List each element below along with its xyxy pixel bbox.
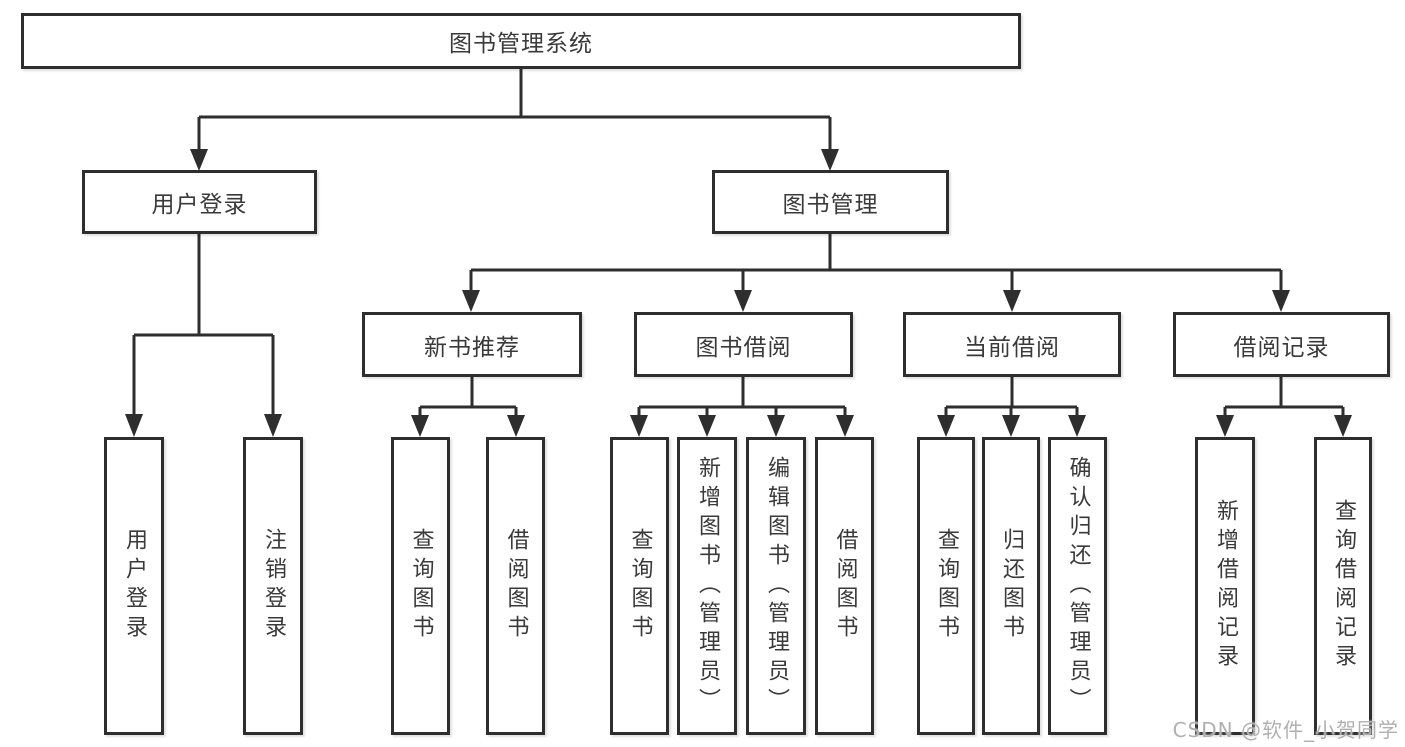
leaf-add-borrow-record: 新增借阅记录	[1195, 437, 1255, 735]
leaf-user-login: 用户登录	[104, 437, 164, 735]
connector-user-login-to-leaves	[132, 233, 275, 416]
leaf-query-borrow-record: 查询借阅记录	[1314, 437, 1372, 735]
connector-borrowing-records-to-leaves	[1223, 377, 1345, 417]
node-current-borrowing: 当前借阅	[903, 312, 1121, 377]
watermark: CSDN @软件_小贺同学	[1172, 718, 1399, 742]
node-book-borrowing: 图书借阅	[634, 312, 853, 377]
connector-root-to-level2	[197, 69, 832, 151]
node-book-management: 图书管理	[712, 170, 949, 234]
leaf-confirm-return-admin: 确认归还（管理员）	[1048, 437, 1107, 735]
leaf-logout: 注销登录	[243, 437, 303, 735]
leaf-query-books-current: 查询图书	[917, 437, 975, 735]
leaf-borrow-books-recommend: 借阅图书	[486, 437, 545, 735]
node-borrowing-records: 借阅记录	[1173, 312, 1390, 377]
leaf-query-books-recommend: 查询图书	[391, 437, 450, 735]
connector-book-borrowing-to-leaves	[637, 377, 847, 417]
connector-new-book-recommend-to-leaves	[418, 377, 518, 417]
node-user-login: 用户登录	[82, 170, 317, 234]
leaf-add-books-admin: 新增图书（管理员）	[677, 437, 737, 735]
node-library-management-system: 图书管理系统	[21, 13, 1021, 69]
connector-current-borrowing-to-leaves	[944, 377, 1079, 417]
arrowheads	[125, 149, 1352, 437]
leaf-return-books: 归还图书	[982, 437, 1040, 735]
connector-book-management-to-level3	[469, 234, 1283, 292]
leaf-query-books-borrowing: 查询图书	[610, 437, 669, 735]
leaf-edit-books-admin: 编辑图书（管理员）	[746, 437, 806, 735]
leaf-borrow-books: 借阅图书	[815, 437, 874, 735]
node-new-book-recommend: 新书推荐	[362, 312, 582, 377]
